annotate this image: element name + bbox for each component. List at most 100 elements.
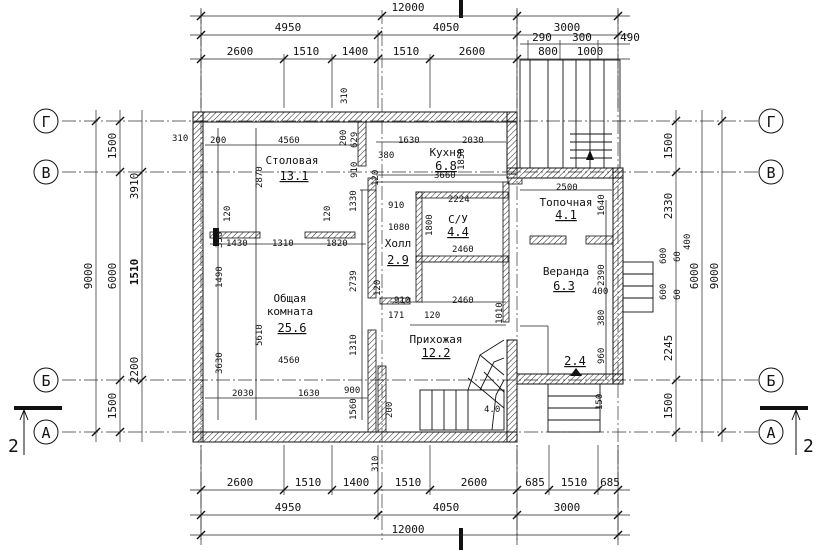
dim-120b: 120	[323, 206, 333, 222]
axis-label-g-left: Г	[41, 113, 50, 131]
dim-1010: 1010	[495, 302, 505, 324]
dim-bot-3000: 3000	[554, 501, 581, 514]
dim-right-1500a: 1500	[662, 133, 675, 160]
room-name-furnace: Топочная	[540, 196, 593, 209]
grid-lines	[62, 10, 758, 540]
dim-1310b: 1310	[349, 334, 359, 356]
dim-left-9000: 9000	[82, 263, 95, 290]
dim-380b: 380	[597, 310, 607, 326]
dim-right-2330: 2330	[662, 193, 675, 220]
walls	[192, 111, 624, 443]
axis-label-v-right: В	[766, 164, 775, 182]
dim-overall-bottom: 12000	[391, 523, 424, 536]
dim-left-1500b: 1500	[106, 393, 119, 420]
dim-left-2200: 2200	[128, 357, 141, 384]
dim-bot-4950: 4950	[275, 501, 302, 514]
dim-4560a: 4560	[278, 136, 300, 146]
arrow-icon	[570, 368, 582, 376]
dim-top-290: 290	[532, 31, 552, 44]
dim-4560b: 4560	[278, 356, 300, 366]
axis-label-b-left: Б	[41, 372, 50, 390]
dim-960: 960	[597, 348, 607, 364]
dim-1630b: 1630	[298, 389, 320, 399]
dim-top-4050: 4050	[433, 21, 460, 34]
dim-2030a: 2030	[462, 136, 484, 146]
dim-2224: 2224	[448, 195, 470, 205]
dim-150: 150	[595, 394, 605, 410]
dim-top-300: 300	[572, 31, 592, 44]
dim-left-1500a: 1500	[106, 133, 119, 160]
axis-label-a-right: А	[766, 424, 775, 442]
dim-top-1510b: 1510	[393, 45, 420, 58]
dim-top-490: 490	[620, 31, 640, 44]
axis-label-v-left: В	[41, 164, 50, 182]
room-name-veranda: Веранда	[543, 265, 589, 278]
dim-629: 629	[350, 132, 360, 148]
dimension-ticks	[91, 11, 727, 540]
stairs-interior	[419, 339, 505, 431]
dim-top-800: 800	[538, 45, 558, 58]
dim-bot-1510a: 1510	[295, 476, 322, 489]
dim-2390: 2390	[597, 264, 607, 286]
dim-910c: 910	[394, 296, 410, 306]
dim-2460b: 2460	[452, 296, 474, 306]
dim-1430: 1430	[226, 239, 248, 249]
room-area-hall: 2.9	[387, 253, 409, 267]
dim-1640: 1640	[597, 194, 607, 216]
interior-lines	[205, 128, 612, 420]
room-area-dining: 13.1	[280, 169, 309, 183]
dim-left-3910: 3910	[128, 173, 141, 200]
room-name-entry: Прихожая	[410, 333, 463, 346]
dim-120d: 120	[373, 280, 383, 296]
dim-right-1500b: 1500	[662, 393, 675, 420]
dim-2500: 2500	[556, 183, 578, 193]
veranda-steps	[622, 261, 654, 313]
stairs-top	[519, 59, 621, 169]
dim-left-6000: 6000	[106, 263, 119, 290]
room-area-porch: 2.4	[564, 354, 586, 368]
dim-1850: 1850	[457, 148, 467, 170]
room-name-wc: С/У	[448, 213, 468, 226]
room-name-dining: Столовая	[266, 154, 319, 167]
section-label-left: 2	[8, 436, 19, 457]
dim-2460a: 2460	[452, 245, 474, 255]
dim-bot-1510c: 1510	[561, 476, 588, 489]
room-name-kitchen: Кухня	[429, 146, 462, 159]
dim-top-2600a: 2600	[227, 45, 254, 58]
room-area-wc: 4.4	[447, 225, 469, 239]
room-name-living-2: комната	[267, 305, 313, 318]
dim-right-6000: 6000	[688, 263, 701, 290]
dim-120a: 120	[371, 170, 381, 186]
dim-171: 171	[388, 311, 404, 321]
dim-1800: 1800	[425, 214, 435, 236]
dim-bot-1510b: 1510	[395, 476, 422, 489]
dim-top-2600b: 2600	[459, 45, 486, 58]
dim-bot-1400: 1400	[343, 476, 370, 489]
dim-400a: 400	[592, 287, 608, 297]
axis-label-g-right: Г	[766, 113, 775, 131]
room-area-living: 25.6	[278, 321, 307, 335]
arrow-icon	[586, 150, 594, 160]
dim-60a: 60	[673, 251, 683, 262]
dim-2739: 2739	[349, 270, 359, 292]
dim-350: 350	[215, 232, 225, 248]
dim-bot-2600b: 2600	[461, 476, 488, 489]
axis-markers	[33, 108, 784, 445]
dim-top-1400: 1400	[342, 45, 369, 58]
dim-bot-2600a: 2600	[227, 476, 254, 489]
dim-600b: 600	[659, 284, 669, 300]
dim-400b: 400	[683, 234, 693, 250]
dim-1080: 1080	[388, 223, 410, 233]
section-label-right: 2	[803, 436, 814, 457]
stairs-porch	[547, 383, 601, 433]
dim-1630a: 1630	[398, 136, 420, 146]
dim-bot-685b: 685	[600, 476, 620, 489]
dim-top-1000: 1000	[577, 45, 604, 58]
dim-5610: 5610	[255, 324, 265, 346]
dim-310b: 310	[340, 88, 350, 104]
dim-910a: 910	[350, 162, 360, 178]
dim-2870: 2870	[255, 166, 265, 188]
room-name-living-1: Общая	[273, 292, 306, 305]
dim-bot-685a: 685	[525, 476, 545, 489]
dim-top-3000: 3000	[554, 21, 581, 34]
